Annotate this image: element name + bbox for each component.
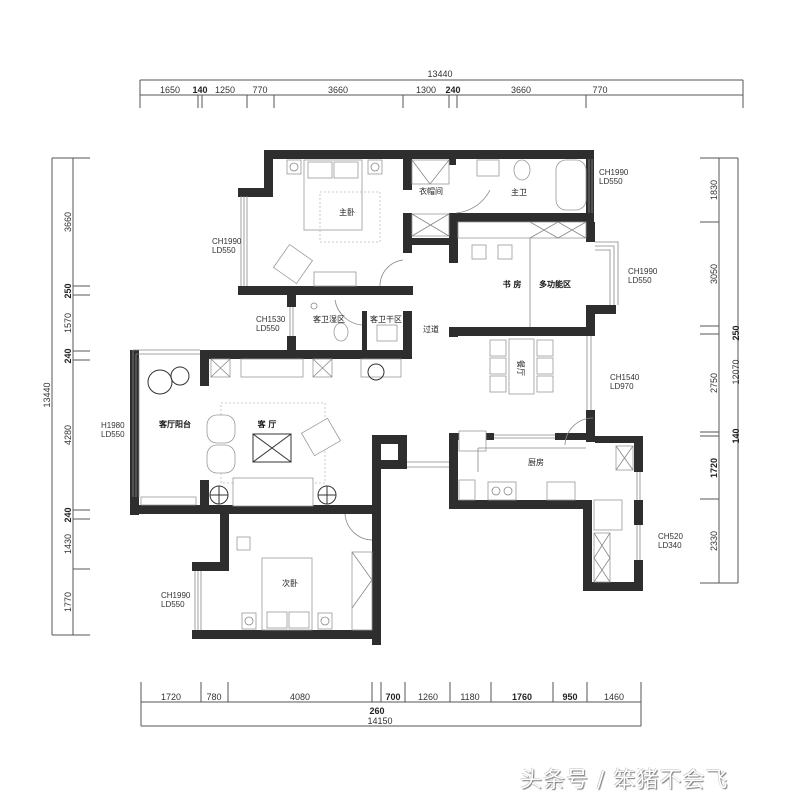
- window-note: LD550: [256, 324, 280, 333]
- dim-label: 3660: [511, 85, 531, 95]
- dim-label: 1760: [512, 692, 532, 702]
- bottom-dimension-line: 1720 780 4080 700 1260 1180 1760 950 146…: [140, 682, 642, 727]
- windows: [132, 159, 641, 630]
- bottom-total-dim: 14150: [367, 716, 392, 726]
- window-note: CH1990: [628, 267, 658, 276]
- window-note: CH520: [658, 532, 683, 541]
- watermark: 头条号 / 笨猪不会飞: [520, 768, 729, 793]
- dim-label: 1180: [460, 692, 479, 702]
- left-dimension-line: 13440 3660 250 1570 240 4280 240 1430 17…: [42, 157, 90, 636]
- dim-label: 4280: [63, 425, 73, 445]
- dim-label: 3660: [328, 85, 348, 95]
- dim-label: 1720: [709, 458, 719, 478]
- window-note: CH1990: [599, 168, 629, 177]
- dim-label: 1260: [418, 692, 438, 702]
- dim-label: 1770: [63, 592, 73, 612]
- dim-label: 140: [731, 428, 741, 443]
- room-label-study: 书 房: [503, 279, 522, 289]
- walls: [130, 150, 643, 645]
- room-labels: 主卧 衣帽间 主卫 书 房 多功能区 客卫湿区 客卫干区 过道 餐厅 客厅阳台 …: [158, 186, 571, 588]
- room-label-kitchen: 厨房: [528, 457, 544, 467]
- dim-label: 250: [731, 325, 741, 340]
- window-note: LD970: [610, 382, 634, 391]
- dim-label: 3660: [63, 212, 73, 232]
- dim-label: 1650: [160, 85, 180, 95]
- window-note: CH1990: [161, 591, 191, 600]
- window-note: LD550: [599, 177, 623, 186]
- room-label-living-room: 客 厅: [257, 419, 277, 429]
- window-note: LD550: [101, 430, 125, 439]
- dim-label: 780: [206, 692, 221, 702]
- dim-label: 260: [369, 706, 384, 716]
- right-total-dim: 12070: [731, 359, 741, 384]
- window-note: LD550: [161, 600, 185, 609]
- dim-label: 770: [592, 85, 607, 95]
- dim-label: 1460: [604, 692, 624, 702]
- room-label-corridor: 过道: [423, 324, 439, 334]
- window-note: CH1530: [256, 315, 286, 324]
- window-note: CH1990: [212, 237, 242, 246]
- dim-label: 1720: [161, 692, 181, 702]
- top-total-dim: 13440: [427, 69, 452, 79]
- dim-label: 950: [562, 692, 577, 702]
- room-label-master-bedroom: 主卧: [339, 207, 355, 217]
- dim-label: 250: [63, 283, 73, 298]
- room-label-walk-in-closet: 衣帽间: [419, 186, 443, 196]
- furniture: [140, 159, 634, 631]
- dim-label: 700: [385, 692, 400, 702]
- dim-label: 1570: [63, 313, 73, 333]
- right-dimension-line: 1830 3050 250 12070 2750 140 1720 2330: [700, 157, 741, 584]
- dim-label: 1250: [215, 85, 235, 95]
- dim-label: 2330: [709, 531, 719, 551]
- window-notes: CH1990 LD550 CH1990 LD550 CH1990 LD550 C…: [101, 168, 683, 609]
- room-label-living-balcony: 客厅阳台: [158, 419, 191, 429]
- window-note: LD340: [658, 541, 682, 550]
- window-note: LD550: [212, 246, 236, 255]
- dim-label: 240: [63, 348, 73, 363]
- room-label-guest-bath-wet: 客卫湿区: [313, 314, 345, 324]
- dim-label: 2750: [709, 373, 719, 393]
- dim-label: 1430: [63, 534, 73, 554]
- dim-label: 1300: [416, 85, 436, 95]
- dim-label: 4080: [290, 692, 310, 702]
- dim-label: 240: [445, 85, 460, 95]
- dim-label: 1830: [709, 180, 719, 200]
- room-label-second-bedroom: 次卧: [282, 578, 298, 588]
- left-total-dim: 13440: [42, 382, 52, 407]
- dim-label: 770: [252, 85, 267, 95]
- dim-label: 240: [63, 507, 73, 522]
- window-note: LD550: [628, 276, 652, 285]
- top-dimension-line: 13440 1650 140 1250 770 3660 1300 240 36…: [139, 69, 744, 108]
- room-label-dining: 餐厅: [516, 360, 525, 376]
- dim-label: 140: [192, 85, 207, 95]
- room-label-master-bath: 主卫: [511, 187, 527, 197]
- window-note: H1980: [101, 421, 125, 430]
- window-note: CH1540: [610, 373, 640, 382]
- dim-label: 3050: [709, 264, 719, 284]
- room-label-guest-bath-dry: 客卫干区: [370, 314, 402, 324]
- room-label-multi-function: 多功能区: [539, 279, 571, 289]
